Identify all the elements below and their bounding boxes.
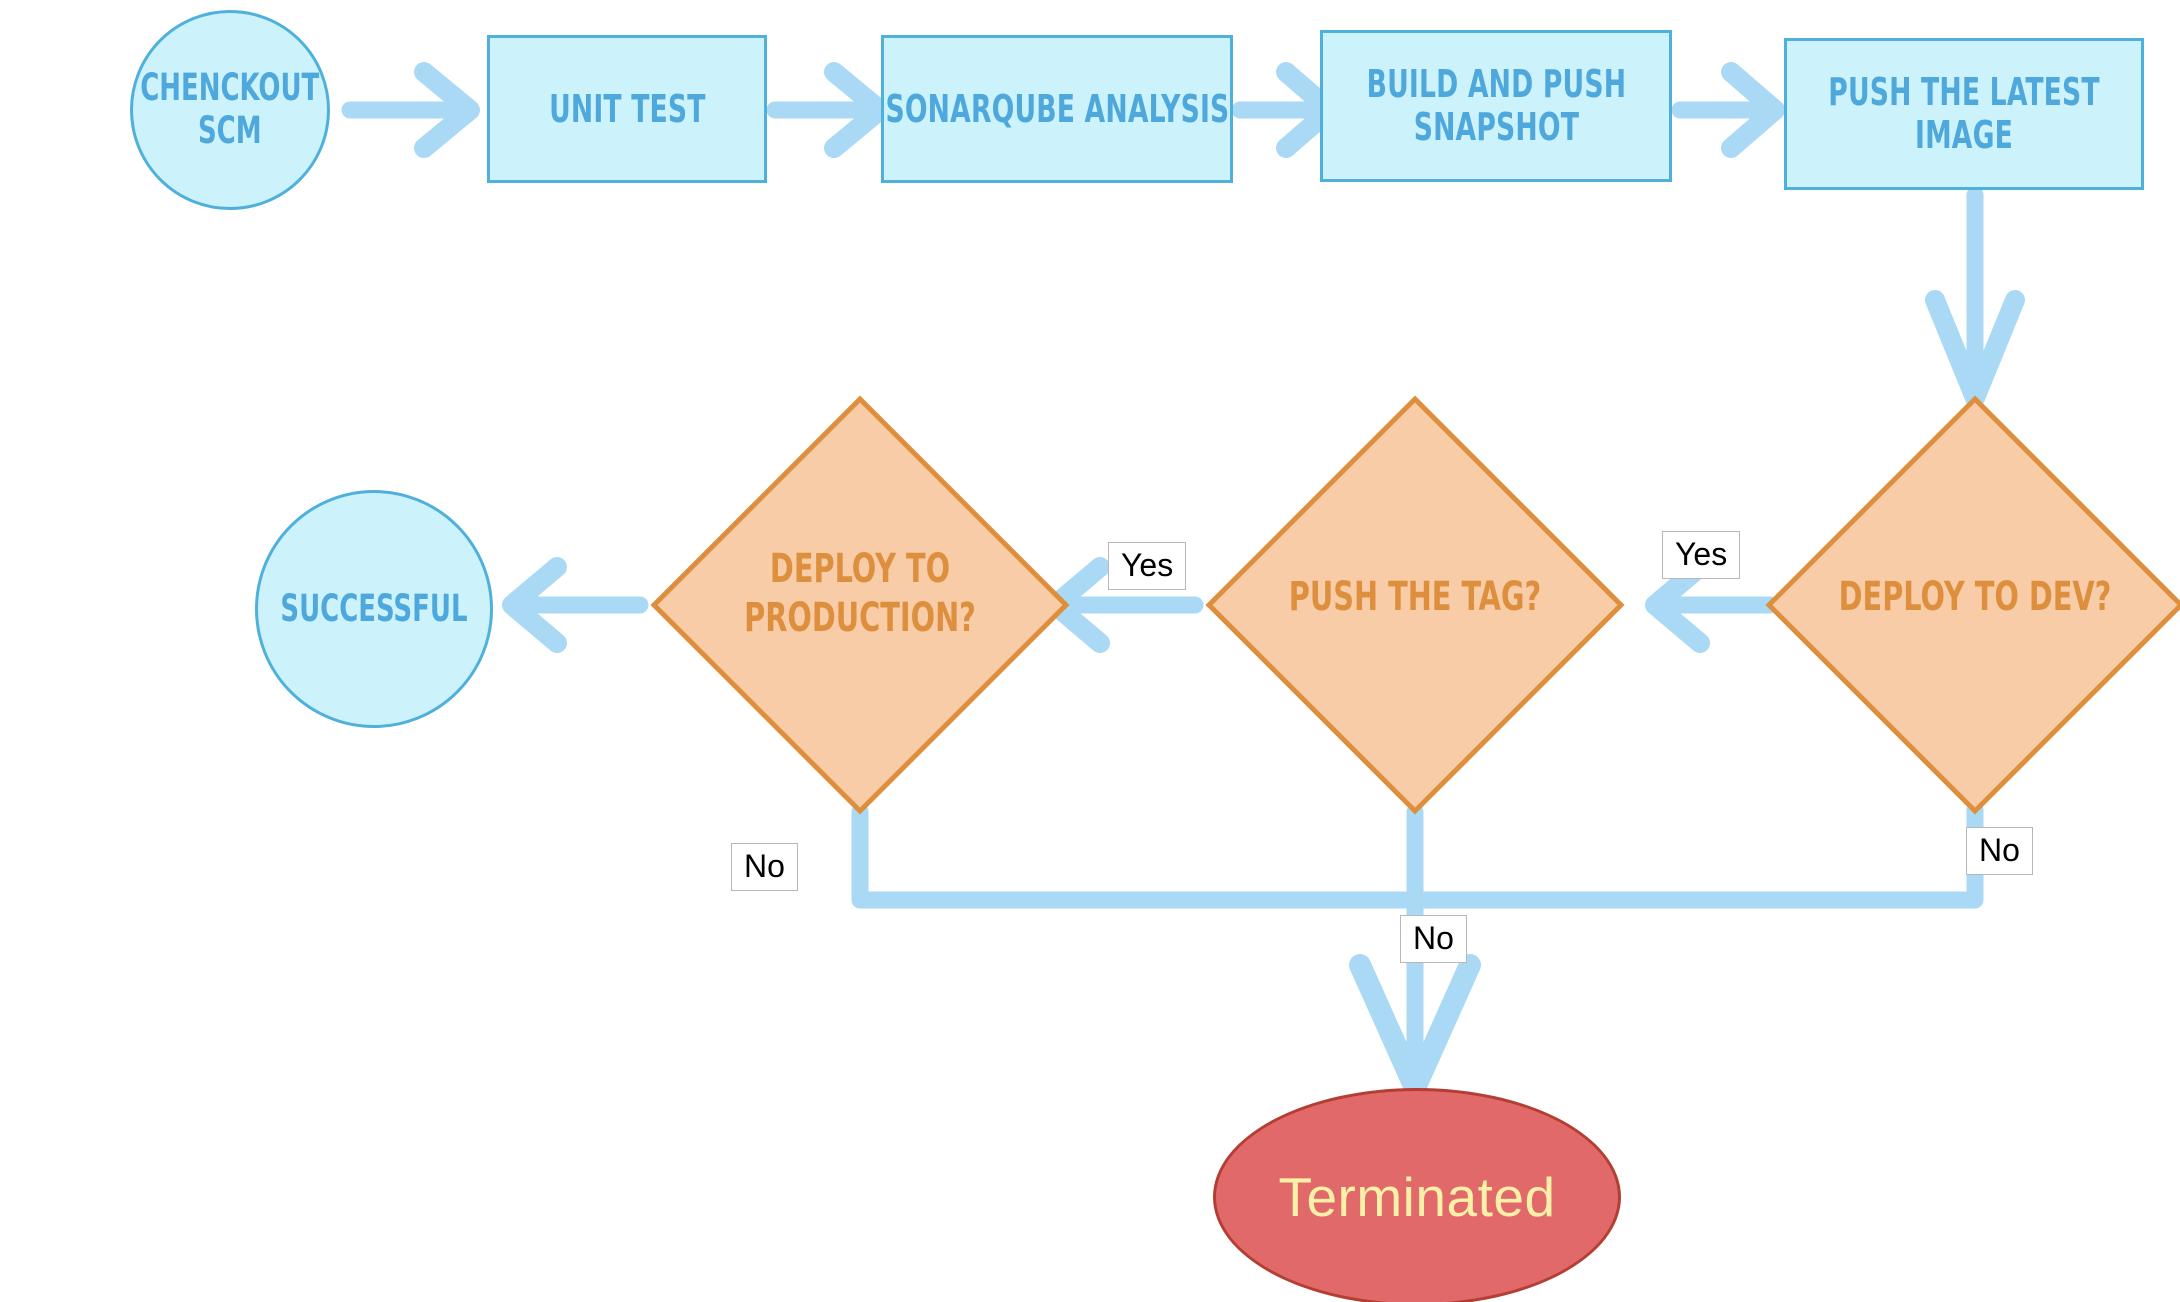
node-deploy-to-dev[interactable]: DEPLOY TO DEV? <box>1765 395 2180 815</box>
node-sonarqube-analysis[interactable]: SONARQUBE ANALYSIS <box>881 35 1233 183</box>
edge-label-deploy-dev-yes: Yes <box>1662 531 1741 579</box>
edge-label-push-tag-yes: Yes <box>1108 542 1187 590</box>
edge-deploydev-no <box>1406 801 1984 909</box>
node-sonarqube-analysis-label: SONARQUBE ANALYSIS <box>885 86 1229 131</box>
node-build-and-push-snapshot[interactable]: BUILD AND PUSH SNAPSHOT <box>1320 30 1672 182</box>
node-push-the-tag[interactable]: PUSH THE TAG? <box>1205 395 1625 815</box>
deploy-to-dev-diamond-shape <box>1765 395 2180 815</box>
node-checkout-scm-label: CHENCKOUT SCM <box>140 66 320 152</box>
node-deploy-to-production-label: DEPLOY TO PRODUCTION? <box>744 546 976 641</box>
push-the-tag-diamond-shape <box>1205 395 1625 815</box>
edge-label-deploy-production-no: No <box>731 843 798 891</box>
node-successful-label: SUCCESSFUL <box>280 586 468 630</box>
node-push-the-tag-label: PUSH THE TAG? <box>1288 574 1542 620</box>
node-terminated[interactable]: Terminated <box>1213 1088 1621 1302</box>
edge-sonarqube-to-build <box>1231 62 1340 158</box>
edge-build-to-pushlatest <box>1671 62 1785 158</box>
node-successful[interactable]: SUCCESSFUL <box>255 490 493 728</box>
node-unit-test[interactable]: UNIT TEST <box>487 35 767 183</box>
edge-pushlatest-to-deploydev <box>1925 186 2025 408</box>
edge-deployprod-no <box>851 803 1424 909</box>
edge-deployprod-to-successful <box>502 557 649 653</box>
node-deploy-to-dev-label: DEPLOY TO DEV? <box>1838 574 2112 620</box>
node-checkout-scm[interactable]: CHENCKOUT SCM <box>130 10 330 210</box>
node-unit-test-label: UNIT TEST <box>548 86 706 131</box>
node-terminated-label: Terminated <box>1278 1166 1556 1228</box>
node-push-the-latest-image[interactable]: PUSH THE LATEST IMAGE <box>1784 38 2144 190</box>
edge-unittest-to-sonarqube <box>766 62 890 158</box>
node-build-and-push-snapshot-label: BUILD AND PUSH SNAPSHOT <box>1366 62 1626 149</box>
edge-checkout-to-unittest <box>341 62 480 158</box>
edge-label-deploy-dev-no: No <box>1966 827 2033 875</box>
node-push-the-latest-image-label: PUSH THE LATEST IMAGE <box>1828 70 2100 157</box>
edge-label-push-tag-no: No <box>1400 915 1467 963</box>
node-deploy-to-production[interactable]: DEPLOY TO PRODUCTION? <box>650 395 1070 815</box>
deploy-to-production-diamond-shape <box>650 395 1070 815</box>
